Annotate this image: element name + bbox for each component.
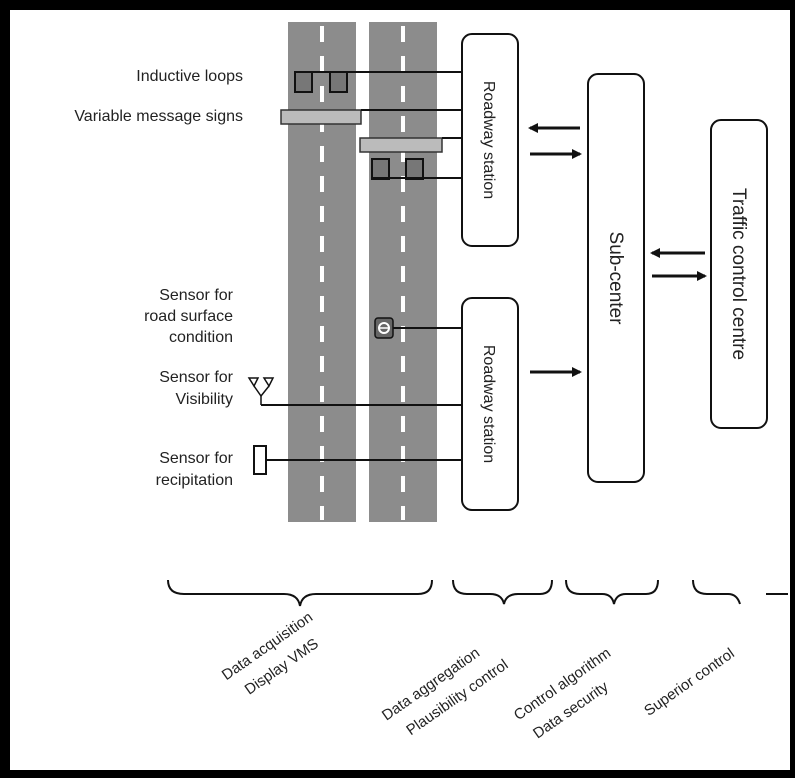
roadway-station-2: [461, 297, 519, 511]
precipitation-label-2: recipitation: [156, 472, 233, 489]
sub-center-label: Sub-center: [605, 232, 626, 326]
connection-lines: [261, 71, 462, 461]
road-surface-label-3: condition: [169, 329, 233, 346]
inductive-loops-label: Inductive loops: [136, 68, 243, 85]
roadway-station-2-label: Roadway station: [480, 345, 497, 463]
road-right: [369, 22, 437, 522]
road-surface-label-2: road surface: [144, 308, 233, 325]
visibility-sensor-icon: [247, 377, 275, 405]
data-flow-arrows: [528, 123, 707, 377]
roadway-station-1: [461, 33, 519, 247]
road-surface-sensor-icon: [374, 317, 394, 339]
precipitation-label-1: Sensor for: [159, 450, 233, 467]
roadway-station-1-label: Roadway station: [480, 81, 497, 199]
brace-control-algorithm: [565, 579, 659, 605]
brace-data-acquisition: [167, 579, 433, 607]
precipitation-sensor-icon: [253, 445, 267, 475]
vms-label: Variable message signs: [74, 108, 243, 125]
traffic-control-centre-box: [710, 119, 768, 429]
traffic-control-centre-label: Traffic control centre: [728, 188, 749, 360]
visibility-label-2: Visibility: [176, 391, 234, 408]
inductive-loop-icon: [294, 71, 424, 180]
vms-sign-icon: [280, 109, 443, 153]
visibility-label-1: Sensor for: [159, 369, 233, 386]
brace-superior-control: [692, 579, 741, 605]
road-left: [288, 22, 356, 522]
sub-center-box: [587, 73, 645, 483]
phase-braces: [167, 579, 788, 607]
brace-data-aggregation: [452, 579, 553, 605]
road-surface-label-1: Sensor for: [159, 287, 233, 304]
